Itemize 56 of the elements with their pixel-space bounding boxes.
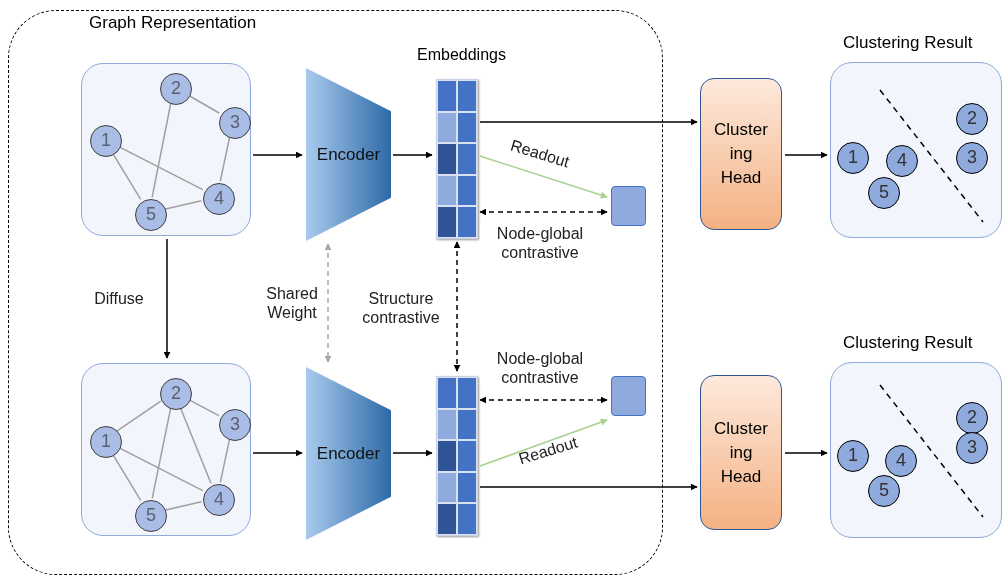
cluster-node-circle: 5 <box>868 177 900 209</box>
arrow <box>479 418 608 467</box>
edge-label: Readout <box>515 432 581 470</box>
graph-edge-line <box>116 400 162 432</box>
cluster-node-circle: 4 <box>886 145 918 177</box>
cluster-head-box: Cluster ing Head <box>700 375 782 530</box>
encoder-trapezoid: Encoder <box>306 68 391 241</box>
arrow <box>479 118 698 126</box>
arrow <box>392 151 433 159</box>
readout-box <box>611 186 646 226</box>
cluster-node-circle: 1 <box>837 440 869 472</box>
cluster-node-circle: 2 <box>956 402 988 434</box>
graph-node-circle: 1 <box>90 125 122 157</box>
arrow <box>252 151 303 159</box>
arrow <box>163 238 171 359</box>
graph-edge-line <box>187 94 220 114</box>
cluster-node-circle: 3 <box>956 142 988 174</box>
panel-title: Clustering Result <box>843 33 973 53</box>
graph-node-circle: 5 <box>135 199 167 231</box>
graph-edge-line <box>163 199 203 211</box>
group-title: Graph Representation <box>89 13 257 33</box>
cluster-node-circle: 5 <box>868 475 900 507</box>
graph-panel <box>81 63 251 236</box>
cluster-node-circle: 1 <box>837 142 869 174</box>
arrow <box>392 449 433 457</box>
cluster-node-circle: 2 <box>956 103 988 135</box>
dashed-double-arrow <box>324 243 332 363</box>
readout-box <box>611 376 646 416</box>
dashed-double-arrow <box>453 241 461 372</box>
embedding-matrix <box>436 376 478 536</box>
arrow <box>479 155 608 199</box>
graph-edge-line <box>163 500 203 512</box>
panel-title: Clustering Result <box>843 333 973 353</box>
dashed-double-arrow <box>479 396 608 404</box>
graph-node-circle: 5 <box>135 500 167 532</box>
graph-node-circle: 4 <box>203 484 235 516</box>
cluster-node-circle: 4 <box>885 445 917 477</box>
graph-node-circle: 3 <box>219 107 251 139</box>
graph-node-circle: 4 <box>203 183 235 215</box>
graph-panel <box>81 363 251 536</box>
graph-node-circle: 2 <box>160 378 192 410</box>
matrix-title: Embeddings <box>417 46 506 64</box>
graph-node-circle: 3 <box>219 409 251 441</box>
arrow <box>784 151 828 159</box>
arrow <box>252 449 303 457</box>
cluster-head-box: Cluster ing Head <box>700 78 782 230</box>
arrow <box>784 449 828 457</box>
graph-node-circle: 1 <box>90 426 122 458</box>
graph-edge-line <box>219 437 231 484</box>
graph-edge-line <box>219 135 231 183</box>
encoder-trapezoid: Encoder <box>306 367 391 540</box>
dashed-double-arrow <box>479 208 608 216</box>
graph-node-circle: 2 <box>160 73 192 105</box>
graph-edge-line <box>187 398 220 417</box>
arrow <box>479 483 698 491</box>
cluster-node-circle: 3 <box>956 432 988 464</box>
